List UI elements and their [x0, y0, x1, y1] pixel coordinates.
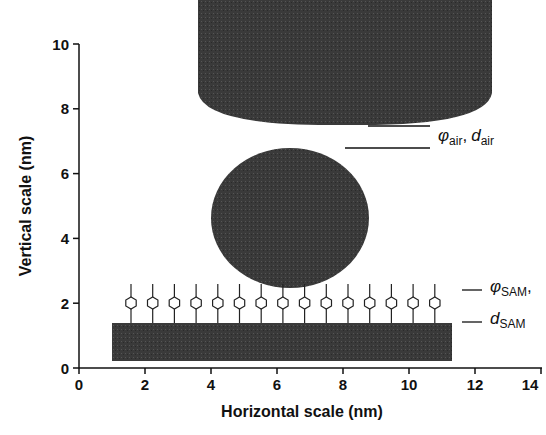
sam-molecule [126, 297, 136, 309]
sam-stem [304, 284, 305, 297]
sam-stem [174, 284, 175, 297]
sam-stem [304, 309, 305, 323]
axis-title: Horizontal scale (nm) [221, 404, 383, 420]
sam-molecule [430, 297, 440, 309]
substrate [112, 323, 452, 361]
sam-stem [217, 309, 218, 323]
axis-title: Vertical scale (nm) [18, 136, 34, 277]
tick-label: 10 [401, 377, 418, 392]
sam-stem [369, 309, 370, 323]
sam-stem [130, 309, 131, 323]
axes [79, 44, 542, 368]
tick-label: 6 [273, 377, 281, 392]
sam-stem [391, 309, 392, 323]
tick [408, 368, 410, 374]
sam-stem [347, 284, 348, 297]
tick [276, 368, 278, 374]
tick-label: 10 [52, 37, 69, 52]
sam-stem [217, 284, 218, 297]
symbol: , [527, 277, 532, 296]
tick [73, 367, 79, 369]
sam-stem [347, 309, 348, 323]
sam-molecule [343, 297, 353, 309]
tick-label: 12 [467, 377, 484, 392]
sam-stem [326, 284, 327, 297]
tick [73, 302, 79, 304]
sam-stem [413, 284, 414, 297]
tick [73, 173, 79, 175]
sam-molecule [386, 297, 396, 309]
probe-tip [198, 0, 492, 125]
sam-stem [130, 284, 131, 297]
sam-stem [196, 284, 197, 297]
sam-molecule [148, 297, 158, 309]
tick-label: 14 [522, 377, 539, 392]
symbol-label: dSAM [490, 310, 525, 330]
tick [144, 368, 146, 374]
tick [342, 368, 344, 374]
sam-stem [174, 309, 175, 323]
tick-label: 2 [141, 377, 149, 392]
sam-stem [434, 309, 435, 323]
sam-stem [326, 309, 327, 323]
symbol: d [490, 309, 499, 328]
tick [73, 108, 79, 110]
sam-stem [152, 284, 153, 297]
sam-molecule [321, 297, 331, 309]
sam-stem [261, 309, 262, 323]
tick [73, 238, 79, 240]
axis-ticks [73, 44, 541, 374]
sam-molecule [408, 297, 418, 309]
sam-molecule [299, 297, 309, 309]
tick-label: 0 [75, 377, 83, 392]
subscript: SAM [501, 285, 527, 299]
sam-stem [282, 309, 283, 323]
sam-stem [196, 309, 197, 323]
tick-label: 4 [207, 377, 215, 392]
symbol-label: φSAM, [490, 278, 532, 298]
tick [73, 43, 79, 45]
tick [78, 368, 80, 374]
symbol: , [462, 126, 467, 145]
sam-molecule [234, 297, 244, 309]
symbol: φ [438, 126, 449, 145]
symbol: φ [490, 277, 501, 296]
subscript: SAM [499, 317, 525, 331]
sam-molecule [191, 297, 201, 309]
tick-label: 8 [61, 101, 69, 116]
sam-stem [413, 309, 414, 323]
tick [210, 368, 212, 374]
sam-layer [126, 284, 440, 323]
sam-molecule [213, 297, 223, 309]
sam-stem [282, 284, 283, 297]
tick-label: 8 [339, 377, 347, 392]
tick-label: 6 [61, 166, 69, 181]
tick-label: 0 [61, 361, 69, 376]
nanoparticle [211, 148, 369, 288]
sam-molecule [256, 297, 266, 309]
sam-stem [434, 284, 435, 297]
sam-stem [152, 309, 153, 323]
tick-label: 4 [61, 231, 69, 246]
sam-molecule [365, 297, 375, 309]
sam-molecule [278, 297, 288, 309]
sam-stem [239, 284, 240, 297]
leader-lines [345, 126, 482, 322]
subscript: air [481, 134, 494, 148]
tick-label: 2 [61, 296, 69, 311]
sam-stem [391, 284, 392, 297]
sam-stem [369, 284, 370, 297]
symbol: d [471, 126, 480, 145]
sam-stem [239, 309, 240, 323]
subscript: air [449, 134, 462, 148]
tick [474, 368, 476, 374]
sam-molecule [169, 297, 179, 309]
tick [540, 368, 542, 374]
sam-stem [261, 284, 262, 297]
symbol-label: φair,dair [438, 127, 494, 147]
